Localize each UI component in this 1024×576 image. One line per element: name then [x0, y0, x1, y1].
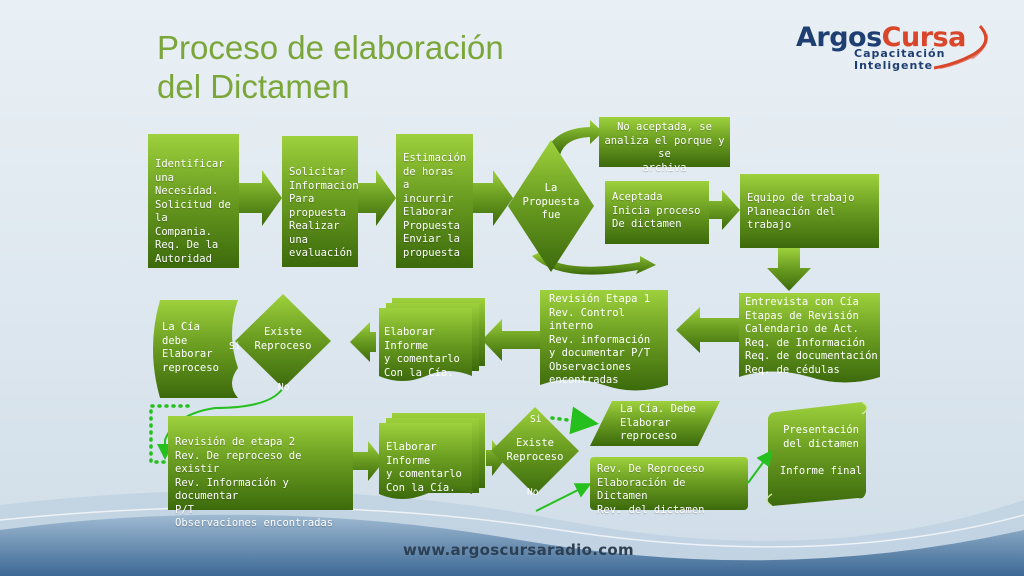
doc-stack-1-front [379, 308, 472, 381]
box-identificar-necesidad: Identificar una Necesidad. Solicitud de … [148, 134, 239, 268]
label-si-1: Si [229, 341, 241, 352]
box-rev-reproceso: Rev. De Reproceso Elaboración de Dictame… [590, 457, 748, 516]
logo-swoosh-icon [933, 25, 989, 70]
box-revision-etapa-2: Revisión de etapa 2 Rev. De reproceso de… [168, 416, 353, 529]
title-line-1: Proceso de elaboración [157, 29, 504, 66]
text-propuesta-fue: La Propuesta fue [522, 182, 580, 221]
text-revision-etapa-1: Revisión Etapa 1 Rev. Control interno Re… [549, 293, 651, 386]
label-si-2: Si [530, 414, 542, 425]
scroll-curl-bottom [766, 493, 773, 507]
arrow-aceptada-equipo [709, 190, 740, 230]
doc-entrevista [739, 293, 880, 383]
doc-stack-2-front [379, 423, 472, 499]
box-no-aceptada: No aceptada, se analiza el porque y se a… [599, 117, 730, 174]
arrow-entrevista-revision1 [676, 307, 739, 353]
arrow-identificar-solicitar [239, 170, 282, 226]
logo-wordmark: ArgosCursa [796, 22, 966, 53]
label-no-1: No [278, 382, 290, 393]
connector-dotted-cia1-loop [149, 404, 190, 464]
logo-tagline-1: Capacitación [854, 47, 946, 60]
arrow-elaborar2-existe2 [486, 440, 506, 476]
doc-revision-etapa-1 [540, 290, 668, 391]
footer-url: www.argoscursaradio.com [403, 541, 634, 559]
parallelogram-cia-reproceso-2 [590, 401, 720, 446]
slide-title: Proceso de elaboración del Dictamen [157, 28, 504, 106]
text-elaborar-informe-1: Elaborar Informe y comentarlo Con la Cía… [384, 326, 460, 379]
text-cia-reproceso-2: La Cía. Debe Elaborar reproceso [620, 403, 696, 442]
decision-propuesta [508, 140, 594, 272]
stored-data-cia-reproceso-1 [153, 300, 238, 398]
text-elaborar-informe-2: Elaborar Informe y comentarlo Con la Cía… [386, 441, 462, 494]
footer-wave-dark [0, 514, 1024, 576]
label-no-2: No [527, 487, 539, 498]
connector-dotted-si2 [550, 406, 599, 435]
scroll-presentacion [767, 402, 867, 506]
decision-existe-reproceso-1 [235, 294, 331, 388]
argoscursa-logo: ArgosCursa Capacitación Inteligente [792, 22, 997, 72]
text-existe-reproceso-2: Existe Reproceso [506, 437, 564, 463]
box-solicitar-informacion: Solicitar Informacion Para propuesta Rea… [282, 136, 359, 267]
box-aceptada: Aceptada Inicia proceso De dictamen [605, 181, 709, 244]
connector-no2-to-rev-reproceso [535, 483, 592, 512]
decision-existe-reproceso-2 [491, 407, 579, 495]
logo-name-part1: Argos [796, 22, 882, 53]
logo-name-part2: Cursa [881, 22, 967, 53]
box-estimacion-horas: Estimación de horas a incurrir Elaborar … [396, 134, 473, 268]
arrow-elaborar1-existe1 [350, 322, 376, 362]
curved-arrow-no-aceptada [545, 120, 603, 155]
text-presentacion: Presentación del dictamen Informe final [779, 424, 863, 477]
box-equipo-trabajo: Equipo de trabajo Planeación del trabajo [740, 174, 879, 248]
connector-rev-reproceso-to-presentacion [747, 449, 773, 484]
logo-tagline: Capacitación Inteligente [854, 48, 945, 72]
title-line-2: del Dictamen [157, 68, 350, 105]
arrow-solicitar-estimacion [358, 170, 396, 226]
text-cia-reproceso-1: La Cía debe Elaborar reproceso [162, 321, 219, 374]
text-existe-reproceso-1: Existe Reproceso [254, 326, 312, 352]
curved-arrow-aceptada-loop [532, 252, 656, 275]
arrow-estimacion-propuesta [473, 170, 513, 226]
logo-tagline-2: Inteligente [854, 59, 934, 72]
text-entrevista: Entrevista con Cía Etapas de Revisión Ca… [745, 296, 878, 376]
scroll-curl-top [861, 401, 868, 415]
arrow-revision2-elaborar2 [353, 441, 384, 481]
arrow-revision1-elaborar1 [482, 319, 540, 361]
arrow-equipo-entrevista [767, 248, 811, 291]
